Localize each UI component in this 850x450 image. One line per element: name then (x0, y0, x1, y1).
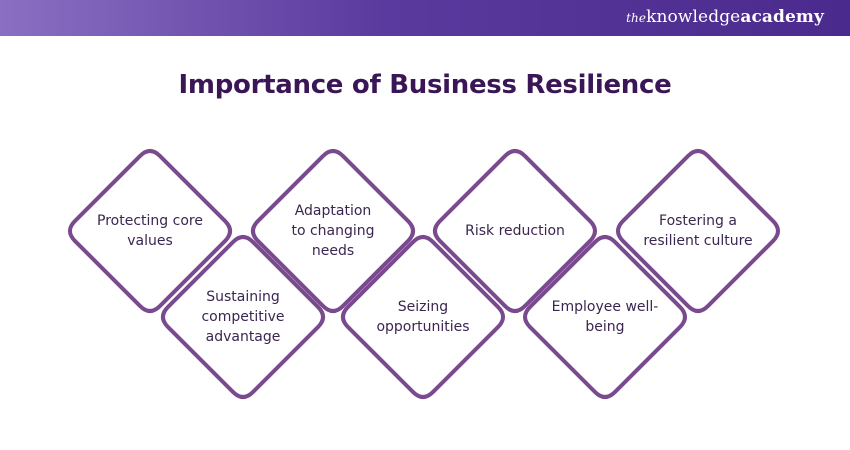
diamond-shape-adaptation-to-changing-needs (250, 148, 416, 314)
label-fostering-resilient-culture: Fostering a resilient culture (633, 211, 763, 251)
diamond-shape-protecting-core-values (67, 148, 233, 314)
diamond-shape-risk-reduction (432, 148, 598, 314)
label-risk-reduction: Risk reduction (450, 221, 580, 241)
diamond-shape-sustaining-competitive-advantage (160, 234, 326, 400)
label-line: Protecting core (97, 213, 203, 229)
label-line: values (127, 233, 173, 249)
label-line: resilient culture (643, 233, 753, 249)
header-bar: theknowledgeacademy (0, 0, 850, 36)
label-line: Employee well- (551, 299, 659, 315)
label-line: needs (311, 243, 355, 259)
label-line: opportunities (376, 319, 470, 335)
diamond-shape-fostering-resilient-culture (615, 148, 781, 314)
label-line: Fostering a (659, 213, 737, 229)
label-line: being (585, 319, 625, 335)
label-protecting-core-values: Protecting core values (85, 211, 215, 251)
label-line: advantage (205, 329, 281, 345)
label-line: to changing (291, 223, 375, 239)
label-employee-well-being: Employee well-being (540, 297, 670, 337)
label-line: competitive (201, 309, 285, 325)
label-sustaining-competitive-advantage: Sustaining competitive advantage (178, 287, 308, 347)
label-adaptation-to-changing-needs: Adaptation to changing needs (268, 201, 398, 261)
brand-logo: theknowledgeacademy (626, 7, 824, 27)
page-title: Importance of Business Resilience (178, 70, 672, 100)
label-line: Adaptation (294, 203, 372, 219)
label-line: Seizing (397, 299, 449, 315)
label-line: Sustaining (206, 289, 280, 305)
diamond-shape-employee-well-being (522, 234, 688, 400)
label-seizing-opportunities: Seizing opportunities (358, 297, 488, 337)
label-line: Risk reduction (465, 223, 565, 239)
diamond-shape-seizing-opportunities (340, 234, 506, 400)
